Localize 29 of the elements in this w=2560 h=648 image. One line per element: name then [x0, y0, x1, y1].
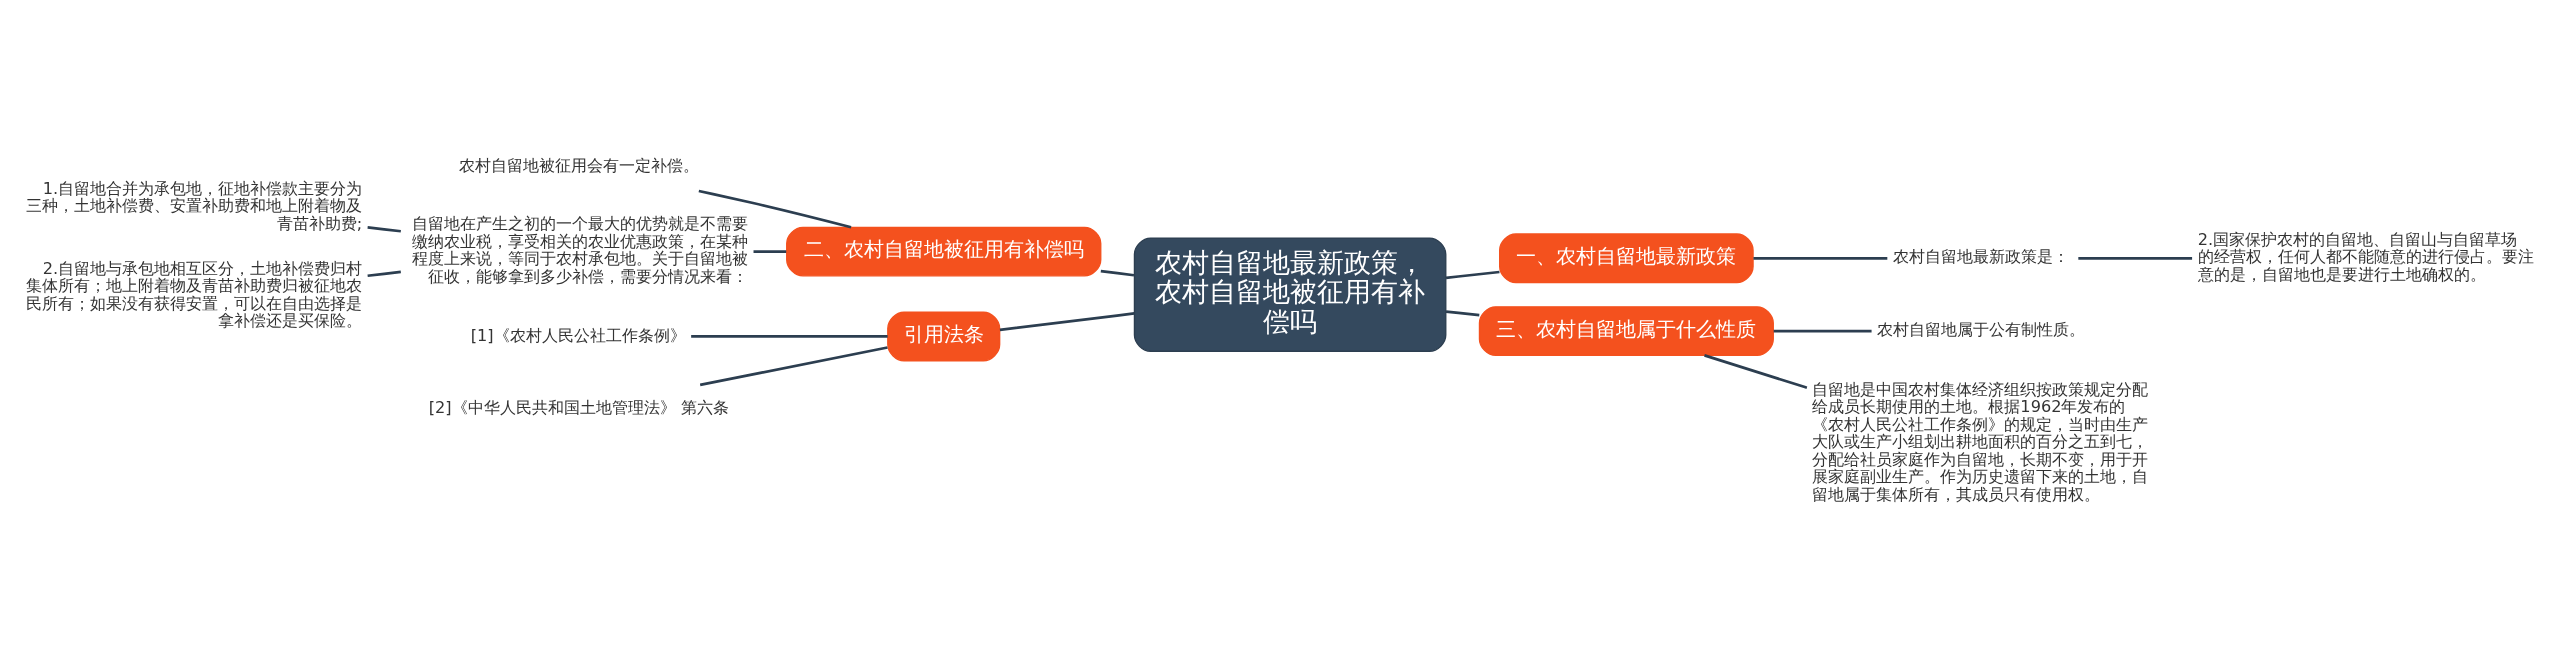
node-text: 农村自留地被征用会有一定补偿。 — [459, 155, 700, 175]
connector — [367, 270, 401, 278]
node-text: [1]《农村人民公社工作条例》 — [470, 325, 686, 345]
connector — [367, 226, 401, 233]
connector — [2078, 256, 2193, 260]
node-box: 农村自留地最新政策，农村自留地被征用有补偿吗 — [1133, 237, 1447, 352]
node-text: 自留地在产生之初的一个最大的优势就是不需要缴纳农业税，享受相关的农业优惠政策，在某种程度上来说，等同于农村承包地。关于自留地被征收，能够拿到多少补偿，需要分情况来看： — [411, 214, 748, 287]
node-text: 1.自留地合并为承包地，征地补偿款主要分为三种，土地补偿费、安置补助费和地上附着物及青苗补助费; — [26, 178, 363, 233]
connector — [1753, 256, 1888, 260]
node-text: 农村自留地属于公有制性质。 — [1877, 320, 2086, 340]
connector — [1445, 270, 1500, 280]
node-box: 一、农村自留地最新政策 — [1499, 233, 1754, 284]
node-text: 2.自留地与承包地相互区分，土地补偿费归村集体所有；地上附着物及青苗补助费归被征地农民所有；如果没有获得安置，可以在自由选择是拿补偿还是买保险。 — [26, 258, 363, 331]
connector — [1100, 269, 1135, 277]
connector — [691, 335, 888, 338]
node-text: 2.国家保护农村的自留地、自留山与自留草场的经营权，任何人都不能随意的进行侵占。要注意的是，自留地也是要进行土地确权的。 — [2197, 229, 2534, 284]
connector — [699, 346, 888, 387]
connector — [1704, 354, 1808, 389]
node-box: 三、农村自留地属于什么性质 — [1478, 306, 1774, 356]
connector — [1445, 310, 1480, 317]
node-text: 自留地是中国农村集体经济组织按政策规定分配给成员长期使用的土地。根据1962年发布的《农村人民公社工作条例》的规定，当时由生产大队或生产小组划出耕地面积的百分之五到七，分配给社员家庭作为自留地，长期不变，用于开展家庭副业生产。作为历史遗留下来的土地，自留地属于集体所有，其成员只有使用权。 — [1812, 379, 2149, 504]
connector — [753, 250, 787, 253]
connector — [1773, 329, 1872, 333]
node-box: 引用法条 — [887, 311, 1001, 362]
node-text: [2]《中华人民共和国土地管理法》 第六条 — [428, 398, 729, 418]
node-text: 农村自留地最新政策是： — [1893, 247, 2070, 267]
node-box: 二、农村自留地被征用有补偿吗 — [786, 226, 1102, 277]
connector — [999, 312, 1135, 332]
connector — [698, 189, 852, 229]
